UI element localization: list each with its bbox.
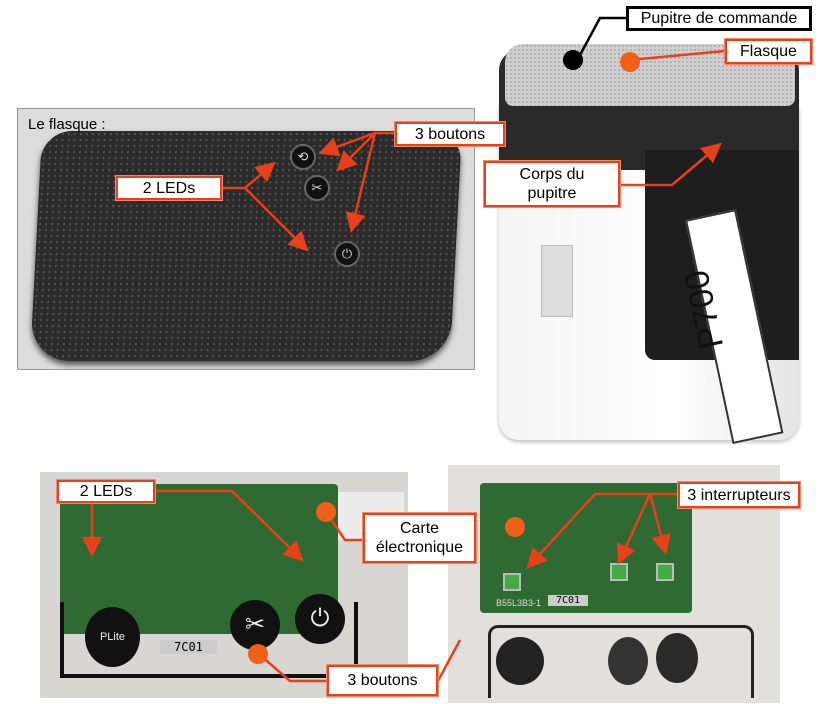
board-front-photo: PLite ✂ ⏻ 7C01 [40,472,408,698]
board-code-tag-right: 7C01 [548,595,589,606]
reset-button-icon: ⟲ [290,144,316,170]
board-back-photo: B55L3B3-1 7C01 [448,465,780,703]
arrow-button-3 [345,132,377,233]
label-three-buttons-bottom: 3 boutons [326,664,439,697]
label-body-line2: pupitre [527,185,577,202]
arrow-led-right [155,489,304,562]
label-two-leds-bottom: 2 LEDs [56,479,156,504]
switch-1 [503,573,521,591]
button-cap-2 [608,637,648,685]
label-body: Corps du pupitre [483,160,621,208]
label-flasque: Flasque [724,38,813,65]
button-cap-1 [496,637,544,685]
line-board [326,514,363,542]
line-buttons [259,654,327,683]
arrow-switch-1 [526,492,678,569]
flasque-caption: Le flasque : [28,116,106,133]
cut-button-icon: ✂ [304,175,330,201]
arrow-body [620,142,722,187]
buttons-marker [248,644,268,664]
arrow-switch-3 [648,493,671,555]
button-frame [60,602,358,678]
button-frame [488,625,754,698]
board-ref-text: B55L3B3-1 [496,598,542,608]
label-three-switches: 3 interrupteurs [677,481,801,509]
label-three-buttons-top: 3 boutons [394,121,506,147]
board-marker [316,502,336,522]
scissors-button-icon: ✂ [230,600,280,650]
power-button-icon: ⏻ [295,594,345,644]
arrow-button-2 [336,132,376,172]
line-control-panel [578,16,626,56]
label-two-leds-top: 2 LEDs [115,175,223,201]
board-marker-right [505,517,525,537]
power-button-icon: ⏻ [334,241,360,267]
flasque-marker [620,52,640,72]
label-control-panel: Pupitre de commande [626,6,812,31]
line-flasque [629,49,726,62]
printer-window [541,245,573,317]
button-cap-3 [656,633,698,683]
board-code-tag: 7C01 [160,640,217,654]
label-board-line2: électronique [375,539,464,556]
label-board: Carte électronique [362,512,477,564]
plite-button: PLite [85,607,140,667]
label-board-line1: Carte [399,520,440,537]
arrow-switch-2 [617,493,652,565]
flasque-photo: ⟲ ✂ ⏻ [17,108,475,370]
switch-3 [656,563,674,581]
line-buttons-right [436,639,462,682]
label-body-line1: Corps du [519,166,585,183]
arrow-led-2 [244,187,309,252]
arrow-led-1 [222,161,276,190]
control-panel-marker [563,50,583,70]
